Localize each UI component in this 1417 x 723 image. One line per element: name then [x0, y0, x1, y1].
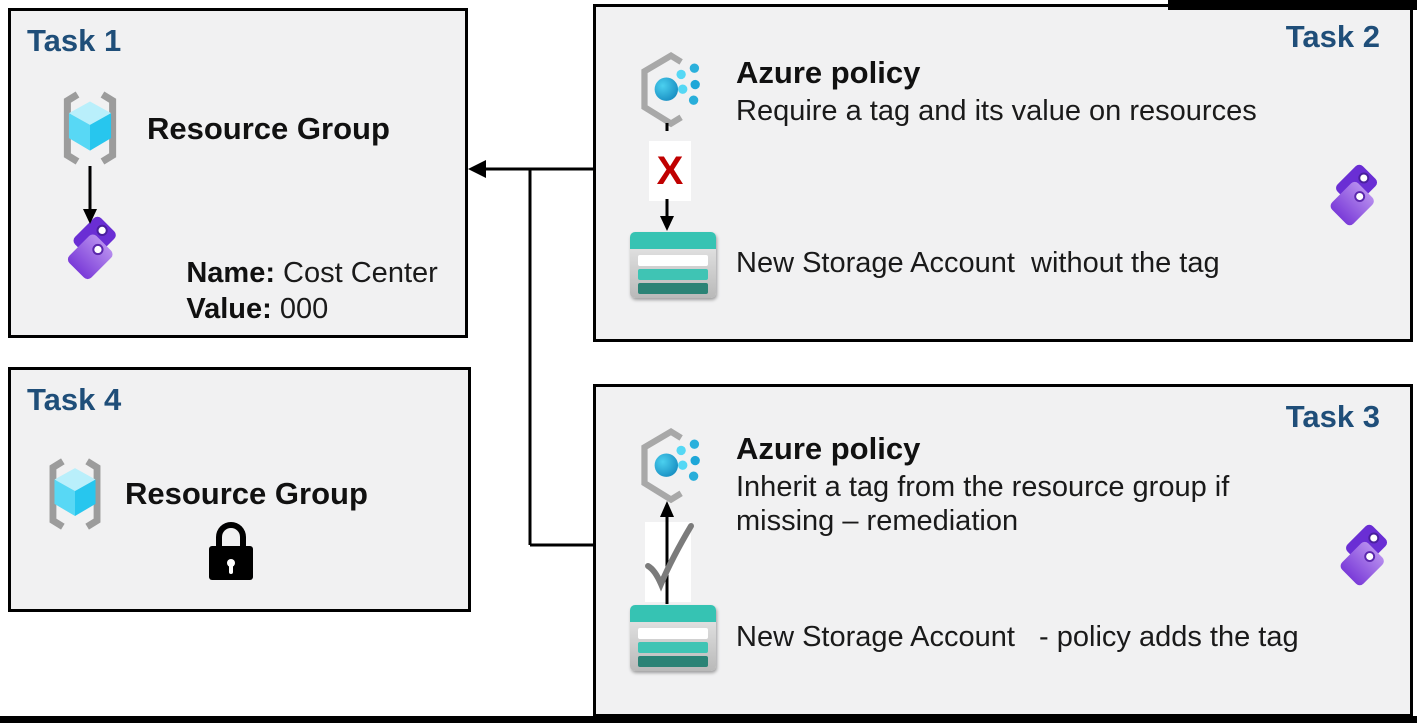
task3-policy-title: Azure policy [736, 431, 921, 466]
storage-bar-teal [638, 642, 708, 653]
task3-title: Task 3 [1285, 399, 1380, 434]
task4-resource-group-label: Resource Group [125, 476, 368, 511]
task3-policy-description-line2: missing – remediation [736, 505, 1019, 537]
storage-bar-dark [638, 656, 708, 667]
tag-icon [1340, 524, 1388, 586]
approve-gate [645, 522, 691, 602]
arrowhead-into-task1 [468, 160, 486, 178]
lock-icon [209, 522, 253, 580]
reject-gate: X [649, 141, 691, 201]
storage-bar-dark [638, 283, 708, 294]
tag-icon [67, 216, 116, 280]
tag-value-label: Value: [186, 293, 272, 325]
storage-top-band [630, 605, 716, 622]
tag-value-value: 000 [271, 293, 329, 325]
task1-title: Task 1 [27, 23, 122, 58]
task3-storage-label: New Storage Account - policy adds the ta… [736, 621, 1299, 653]
azure-policy-icon [641, 52, 700, 128]
reject-x-mark: X [656, 149, 684, 193]
task3-box: Task 3 Azure policy Inherit a tag from t… [593, 384, 1413, 717]
task1-resource-group-label: Resource Group [147, 111, 390, 146]
storage-bar-white [638, 255, 708, 266]
resource-group-icon [49, 458, 101, 530]
task1-tag-name-line: Name: Cost Center [138, 219, 438, 327]
bottom-accent-bar [0, 716, 1417, 723]
task2-box: Task 2 Azure policy Require a tag and it… [593, 4, 1413, 342]
azure-policy-icon [641, 428, 700, 504]
task4-box: Task 4 Resource Group [8, 367, 471, 612]
storage-bar-teal [638, 269, 708, 280]
task4-title: Task 4 [27, 382, 122, 417]
top-right-accent-bar [1168, 0, 1417, 10]
task2-title: Task 2 [1285, 19, 1380, 54]
storage-account-icon [630, 605, 716, 671]
storage-bar-white [638, 628, 708, 639]
task2-policy-title: Azure policy [736, 55, 921, 90]
task1-box: Task 1 Resource Group Name: Cost Center … [8, 8, 468, 338]
tag-name-label: Name: [186, 257, 275, 289]
storage-top-band [630, 232, 716, 249]
task2-policy-description: Require a tag and its value on resources [736, 95, 1257, 127]
resource-group-icon [63, 91, 117, 165]
tag-icon [1330, 164, 1378, 226]
task3-policy-description-line1: Inherit a tag from the resource group if [736, 471, 1230, 503]
tag-name-value: Cost Center [275, 257, 438, 289]
storage-account-icon [630, 232, 716, 298]
task1-tag-value-line: Value: 000 [138, 255, 328, 363]
task2-storage-label: New Storage Account without the tag [736, 247, 1220, 279]
